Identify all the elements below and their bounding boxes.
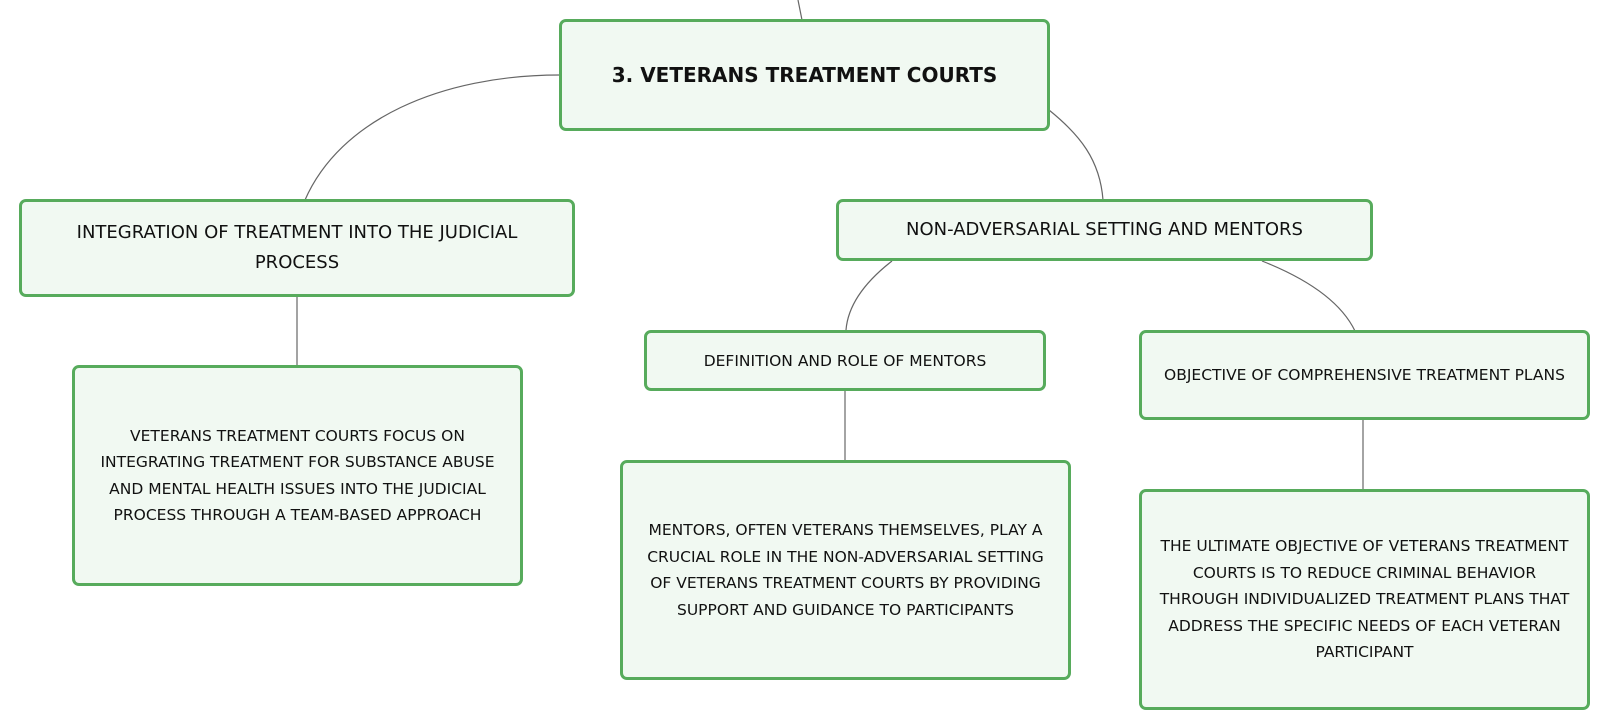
branch-node-integration-label: INTEGRATION OF TREATMENT INTO THE JUDICI… [76,222,518,273]
edge-non-adversarial-to-mentors [845,260,893,331]
root-node[interactable]: 3. VETERANS TREATMENT COURTS [559,19,1050,131]
detail-node-integration[interactable]: VETERANS TREATMENT COURTS FOCUS ON INTEG… [72,365,523,586]
branch-node-non-adversarial-label: NON-ADVERSARIAL SETTING AND MENTORS [906,219,1303,240]
edge-non-adversarial-to-objective [1261,260,1356,332]
sub-node-mentors-label: DEFINITION AND ROLE OF MENTORS [703,351,987,370]
detail-node-objective[interactable]: THE ULTIMATE OBJECTIVE OF VETERANS TREAT… [1139,489,1590,710]
sub-node-objective[interactable]: OBJECTIVE OF COMPREHENSIVE TREATMENT PLA… [1139,330,1590,420]
sub-node-objective-label: OBJECTIVE OF COMPREHENSIVE TREATMENT PLA… [1164,366,1565,384]
root-node-label: 3. VETERANS TREATMENT COURTS [611,63,998,87]
branch-node-non-adversarial[interactable]: NON-ADVERSARIAL SETTING AND MENTORS [836,199,1373,261]
sub-node-mentors[interactable]: DEFINITION AND ROLE OF MENTORS [644,330,1046,391]
detail-node-mentors[interactable]: MENTORS, OFTEN VETERANS THEMSELVES, PLAY… [620,460,1071,680]
detail-node-objective-text: THE ULTIMATE OBJECTIVE OF VETERANS TREAT… [1159,537,1570,662]
edge-incoming-root [797,0,803,21]
branch-node-integration[interactable]: INTEGRATION OF TREATMENT INTO THE JUDICI… [19,199,575,297]
detail-node-integration-text: VETERANS TREATMENT COURTS FOCUS ON INTEG… [100,426,495,525]
edge-root-to-integration [304,74,561,201]
detail-node-mentors-text: MENTORS, OFTEN VETERANS THEMSELVES, PLAY… [647,521,1044,619]
edge-root-to-non-adversarial [1048,109,1104,201]
